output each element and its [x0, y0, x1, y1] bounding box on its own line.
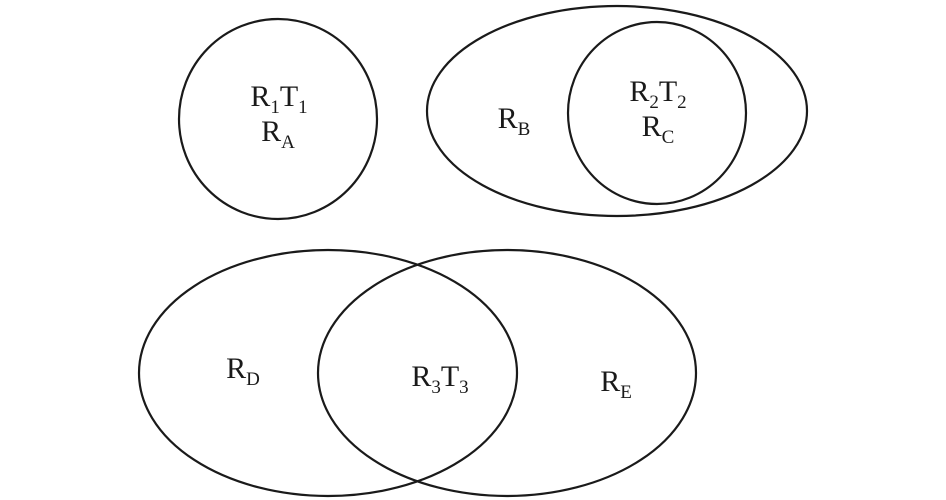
circle-c: [566, 20, 748, 206]
label-r3t3: R3T3: [411, 360, 468, 398]
label-rc: RC: [642, 110, 675, 148]
ellipse-e: [316, 248, 698, 498]
label-ra: RA: [261, 115, 295, 153]
circle-a: [177, 17, 379, 221]
label-r1t1: R1T1: [250, 80, 307, 118]
label-re: RE: [600, 365, 632, 403]
ellipse-b: [425, 4, 809, 218]
label-rd: RD: [226, 352, 260, 390]
ellipse-d: [137, 248, 519, 498]
label-rb: RB: [498, 102, 531, 140]
label-r2t2: R2T2: [629, 75, 686, 113]
